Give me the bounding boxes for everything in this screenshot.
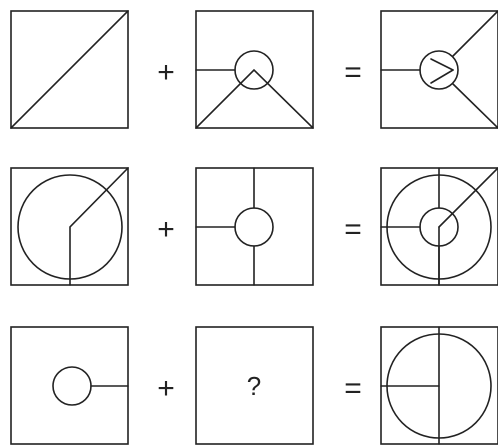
r1-equals-sign: = [344,56,362,89]
r2-box-a [10,167,129,286]
r3-box-result [380,326,498,445]
r1-box-result [380,10,498,129]
r2-plus-sign: + [157,213,175,246]
r3-plus-sign: + [157,372,175,405]
r2-equals-sign: = [344,213,362,246]
row-1: + = [10,10,498,129]
r1-box-b [195,10,314,129]
r2-box-b [195,167,314,286]
r3-box-unknown: ? [195,326,314,445]
r3-equals-sign: = [344,372,362,405]
r3-box-a [10,326,129,445]
r2-box-result [380,167,498,286]
r1-box-a [10,10,129,129]
r1-plus-sign: + [157,56,175,89]
row-3: + ? = [10,326,498,445]
unknown-mark: ? [247,371,261,401]
row-2: + = [10,167,498,286]
